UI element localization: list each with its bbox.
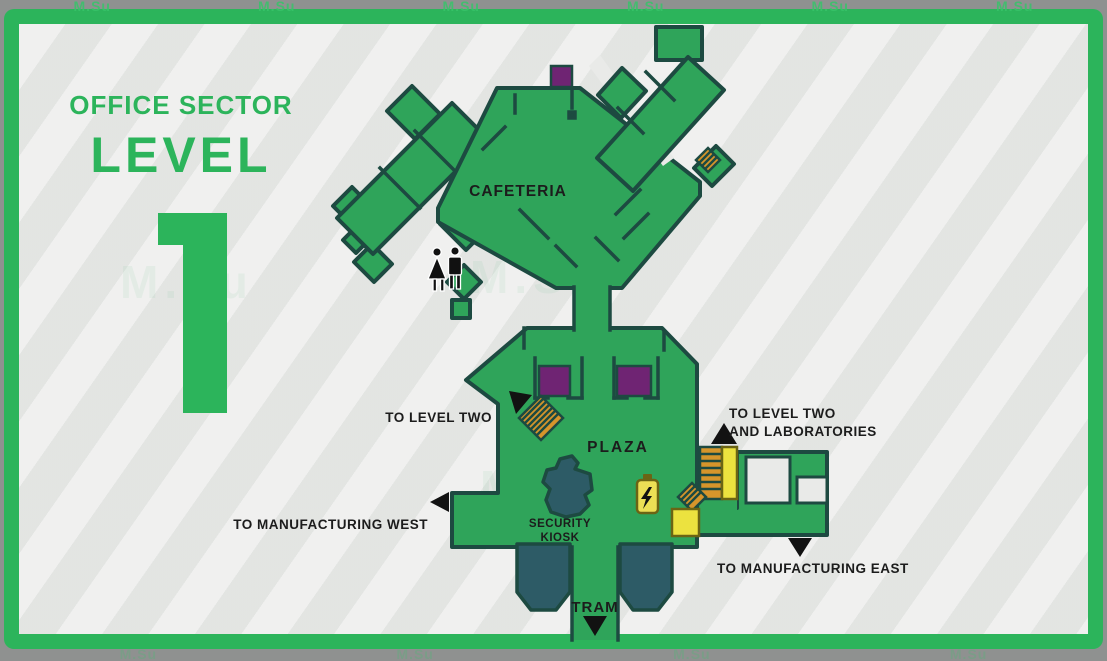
mens-restroom-icon bbox=[447, 246, 463, 290]
east-inner-courtyard bbox=[744, 455, 792, 505]
interior-wall bbox=[480, 124, 508, 152]
east-inner-notch bbox=[795, 475, 829, 505]
west-wing-stub bbox=[352, 242, 394, 284]
elevator-marker bbox=[537, 364, 572, 398]
tram-platform bbox=[515, 542, 572, 612]
stair-rung bbox=[686, 491, 702, 507]
interior-wall bbox=[567, 110, 577, 120]
stair-rung bbox=[527, 404, 550, 427]
womens-restroom-icon bbox=[427, 247, 447, 292]
interior-wall bbox=[613, 187, 643, 217]
figure-leg bbox=[448, 274, 455, 290]
plaza-interior bbox=[522, 326, 666, 400]
stair-rung bbox=[704, 156, 718, 170]
ne-wing-side-room bbox=[596, 66, 648, 120]
lightning-bolt-icon bbox=[641, 487, 652, 509]
arrow-down-icon bbox=[583, 616, 607, 636]
stair-rung bbox=[536, 413, 559, 436]
sector-title: OFFICE SECTOR bbox=[69, 90, 293, 120]
battery-charger-icon bbox=[635, 474, 660, 515]
figure-leg bbox=[439, 278, 445, 292]
tram-area bbox=[515, 542, 674, 642]
figure-head bbox=[450, 246, 460, 256]
stair-rung bbox=[533, 410, 556, 433]
arrow-up-left-icon bbox=[509, 391, 532, 414]
figure-head bbox=[432, 247, 442, 257]
ne-wing-top-room bbox=[654, 25, 704, 62]
stair-rung bbox=[701, 153, 715, 167]
interior-wall bbox=[643, 69, 677, 103]
stair-rung bbox=[680, 485, 696, 501]
tram-platform bbox=[618, 542, 674, 612]
west-office-wing bbox=[331, 84, 490, 284]
interior-wall bbox=[593, 235, 621, 263]
interior-wall bbox=[553, 243, 579, 269]
interior-wall bbox=[377, 165, 423, 211]
restroom-icons bbox=[427, 246, 463, 292]
interior-wall bbox=[615, 105, 646, 136]
figure-leg bbox=[432, 278, 438, 292]
level-number-glyph bbox=[158, 213, 227, 413]
to-manufacturing-west-label: TO MANUFACTURING WEST bbox=[233, 517, 428, 532]
stairs-icon bbox=[676, 481, 708, 513]
interior-wall bbox=[621, 211, 651, 241]
connecting-corridor bbox=[574, 285, 610, 332]
to-level-two-labs-label-line2: AND LABORATORIES bbox=[729, 424, 877, 439]
stair-rung bbox=[683, 488, 699, 504]
arrow-west-icon bbox=[430, 492, 449, 512]
cafeteria-label: CAFETERIA bbox=[469, 183, 567, 200]
stair-landing bbox=[670, 507, 701, 538]
security-kiosk bbox=[541, 454, 594, 519]
west-wing-upper-room bbox=[385, 84, 442, 141]
stairs-to-level-two bbox=[509, 391, 565, 442]
interior-wall bbox=[517, 207, 551, 241]
tram-label: TRAM bbox=[571, 599, 618, 616]
to-level-two-label: TO LEVEL TWO bbox=[385, 410, 492, 425]
arrow-up-icon bbox=[711, 423, 737, 444]
stair-rung bbox=[530, 407, 553, 430]
level-title: LEVEL bbox=[90, 127, 272, 183]
elevator-marker bbox=[615, 364, 653, 398]
stair-rung bbox=[698, 150, 712, 164]
security-kiosk-label-line2: KIOSK bbox=[541, 532, 580, 544]
figure-dress bbox=[427, 255, 447, 280]
security-kiosk-label-line1: SECURITY bbox=[529, 518, 591, 530]
to-manufacturing-east-label: TO MANUFACTURING EAST bbox=[717, 561, 909, 576]
figure-torso bbox=[447, 256, 463, 276]
stair-rung bbox=[521, 398, 544, 421]
small-room bbox=[450, 298, 472, 320]
figure-leg bbox=[455, 274, 462, 290]
arrow-down-icon bbox=[788, 538, 812, 557]
ne-wing-strip bbox=[595, 55, 726, 193]
northeast-wing bbox=[595, 25, 736, 193]
interior-wall bbox=[412, 128, 458, 174]
elevator-marker bbox=[549, 64, 574, 89]
southeast-stairs bbox=[670, 481, 708, 538]
to-level-two-labs-label-line1: TO LEVEL TWO bbox=[729, 406, 836, 421]
stair-rung bbox=[524, 401, 547, 424]
plaza-label: PLAZA bbox=[587, 439, 649, 456]
stair-landing bbox=[720, 445, 739, 501]
east-exit-complex bbox=[695, 423, 829, 537]
